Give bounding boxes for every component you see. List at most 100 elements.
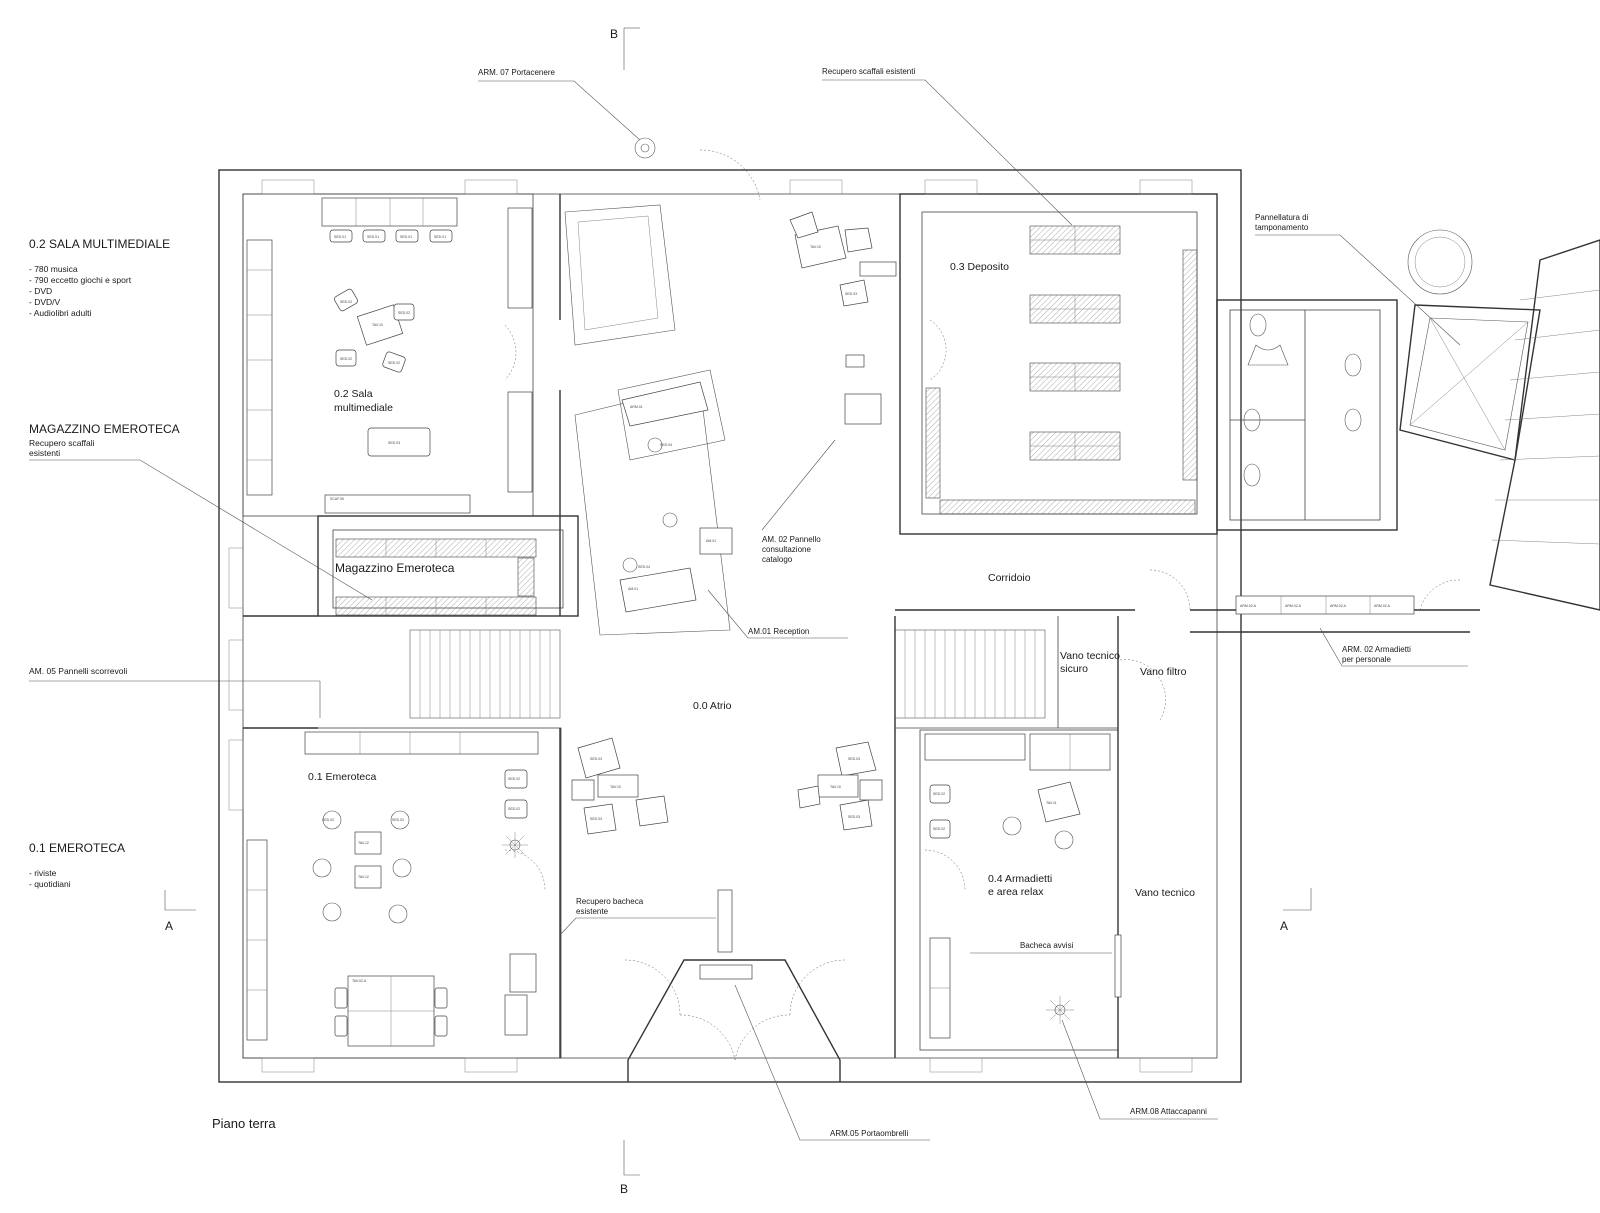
atrio-seating: SED.03 TAV.10 SED.03 SED.03 TAV.10 SED.0…: [571, 737, 883, 980]
svg-text:ARM.08 Attaccapanni: ARM.08 Attaccapanni: [1130, 1107, 1207, 1116]
svg-text:Recupero scaffali esistenti: Recupero scaffali esistenti: [822, 67, 915, 76]
svg-text:TAV.10: TAV.10: [372, 323, 383, 327]
sala-multimediale-furniture: SED.01 SED.01 SED.01 SED.01 TAV.10 SED.0…: [246, 197, 533, 514]
room-label-emeroteca: 0.1 Emeroteca: [308, 771, 376, 783]
svg-text:SED.02: SED.02: [933, 827, 945, 831]
svg-text:SED.01: SED.01: [334, 235, 346, 239]
svg-text:TAV.02.A: TAV.02.A: [352, 979, 367, 983]
stair-treads-left: [419, 630, 551, 718]
section-mark-a-left: A: [164, 890, 196, 933]
svg-text:Pannellatura di: Pannellatura di: [1255, 213, 1309, 222]
svg-text:SED.03: SED.03: [848, 815, 860, 819]
svg-text:B: B: [620, 1182, 628, 1196]
reception-furniture: ARM.01 AM.01 SED.04 SED.04 AM.01: [619, 381, 733, 613]
room-label-vano-sicuro: Vano tecnico: [1060, 650, 1120, 662]
stair-treads-right: [904, 630, 1036, 718]
svg-text:ARM.02.A: ARM.02.A: [1374, 604, 1391, 608]
svg-text:SED.02: SED.02: [508, 777, 520, 781]
svg-text:AM.01: AM.01: [628, 587, 638, 591]
legend-magazzino: MAGAZZINO EMEROTECA Recupero scaffali es…: [29, 422, 373, 601]
svg-text:ARM.02.A: ARM.02.A: [1330, 604, 1347, 608]
legend-item: - 780 musica: [29, 264, 78, 274]
svg-text:TAV.11: TAV.11: [1046, 801, 1057, 805]
annotation-bacheca-avvisi: Bacheca avvisi: [970, 941, 1112, 954]
svg-text:ARM.02.A: ARM.02.A: [1240, 604, 1257, 608]
svg-text:SED.03: SED.03: [388, 441, 400, 445]
svg-text:SED.03: SED.03: [848, 757, 860, 761]
svg-text:Bacheca avvisi: Bacheca avvisi: [1020, 941, 1074, 950]
svg-text:Recupero bacheca: Recupero bacheca: [576, 897, 644, 906]
coat-rack-icon: [1046, 996, 1074, 1024]
svg-text:SED.04: SED.04: [638, 565, 650, 569]
deposito-shelves: [925, 225, 1198, 515]
legend-item: - riviste: [29, 868, 57, 878]
room-label-vano-tecnico: Vano tecnico: [1135, 887, 1195, 899]
legend-pannelli-scorrevoli: AM. 05 Pannelli scorrevoli: [29, 666, 320, 682]
building-walls: [218, 169, 1480, 1083]
svg-text:SED.03: SED.03: [590, 817, 602, 821]
section-mark-b-bottom: B: [620, 1140, 640, 1196]
svg-text:B: B: [610, 27, 618, 41]
svg-text:TAV.12: TAV.12: [358, 841, 369, 845]
room-label-corridoio: Corridoio: [988, 572, 1031, 584]
svg-text:SED.04: SED.04: [660, 443, 672, 447]
svg-text:tamponamento: tamponamento: [1255, 223, 1309, 232]
legend-item: - 790 eccetto giochi e sport: [29, 275, 132, 285]
ashtray-icon: [634, 137, 656, 159]
windows: [228, 179, 1193, 1073]
legend-item: - DVD/V: [29, 297, 61, 307]
svg-text:ARM.02.A: ARM.02.A: [1285, 604, 1302, 608]
svg-text:per personale: per personale: [1342, 655, 1391, 664]
svg-text:ARM. 02 Armadietti: ARM. 02 Armadietti: [1342, 645, 1411, 654]
svg-text:SED.02: SED.02: [398, 311, 410, 315]
legend-emeroteca: 0.1 EMEROTECA - riviste - quotidiani: [29, 841, 125, 889]
room-label-sala: 0.2 Sala: [334, 388, 373, 400]
annotation-attaccapanni: ARM.08 Attaccapanni: [1061, 1019, 1218, 1120]
legend-item: - Audiolibri adulti: [29, 308, 91, 318]
svg-text:SED.03: SED.03: [590, 757, 602, 761]
svg-text:TAV.12: TAV.12: [358, 875, 369, 879]
legend-item: - quotidiani: [29, 879, 71, 889]
svg-text:esistenti: esistenti: [29, 448, 60, 458]
svg-text:SED.02: SED.02: [340, 357, 352, 361]
room-labels: 0.2 Sala multimediale Magazzino Emerotec…: [308, 261, 1195, 899]
svg-text:SED.02: SED.02: [388, 361, 400, 365]
svg-text:SCAF.05: SCAF.05: [330, 497, 344, 501]
room-label-armadietti: 0.4 Armadietti: [988, 873, 1052, 885]
annotation-pannello-catalogo: AM. 02 Pannello consultazione catalogo: [761, 439, 836, 564]
catalogo-furniture: TAV.10 SED.03: [789, 211, 897, 425]
coat-rack-icon: [502, 832, 528, 858]
right-wing: [1216, 229, 1600, 611]
svg-text:consultazione: consultazione: [762, 545, 811, 554]
svg-text:ARM. 07 Portacenere: ARM. 07 Portacenere: [478, 68, 555, 77]
svg-text:AM. 02 Pannello: AM. 02 Pannello: [762, 535, 821, 544]
svg-text:SED.01: SED.01: [400, 235, 412, 239]
armadietti-furniture: TAV.11 SED.02 SED.02 ARM.02.A ARM.02.A A…: [924, 595, 1415, 1039]
annotation-recupero-scaffali: Recupero scaffali esistenti: [822, 67, 1073, 226]
annotation-recupero-bacheca: Recupero bacheca esistente: [559, 897, 716, 936]
room-label-deposito: 0.3 Deposito: [950, 261, 1009, 273]
room-label-vano-sicuro: sicuro: [1060, 663, 1088, 675]
svg-text:SED.01: SED.01: [434, 235, 446, 239]
svg-text:catalogo: catalogo: [762, 555, 793, 564]
annotation-pannellatura: Pannellatura di tamponamento: [1255, 213, 1461, 346]
svg-text:SED.02: SED.02: [508, 807, 520, 811]
svg-text:AM.01 Reception: AM.01 Reception: [748, 627, 809, 636]
annotation-portacenere: ARM. 07 Portacenere: [478, 68, 641, 141]
svg-text:esistente: esistente: [576, 907, 609, 916]
room-label-armadietti: e area relax: [988, 886, 1044, 898]
svg-text:SED.02: SED.02: [340, 300, 352, 304]
room-label-atrio: 0.0 Atrio: [693, 700, 732, 712]
legend-sala-multimediale: 0.2 SALA MULTIMEDIALE - 780 musica - 790…: [29, 237, 170, 318]
magazzino-shelves: [335, 538, 537, 616]
svg-text:SED.01: SED.01: [367, 235, 379, 239]
annotation-portaombrelli: ARM.05 Portaombrelli: [734, 984, 930, 1141]
room-label-magazzino: Magazzino Emeroteca: [335, 561, 455, 575]
svg-text:AM. 05 Pannelli scorrevoli: AM. 05 Pannelli scorrevoli: [29, 666, 127, 676]
svg-text:AM.01: AM.01: [706, 539, 716, 543]
legend-heading: 0.2 SALA MULTIMEDIALE: [29, 237, 170, 251]
room-label-vano-filtro: Vano filtro: [1140, 666, 1187, 678]
door-swings: [504, 149, 1461, 1061]
svg-text:A: A: [1280, 919, 1288, 933]
